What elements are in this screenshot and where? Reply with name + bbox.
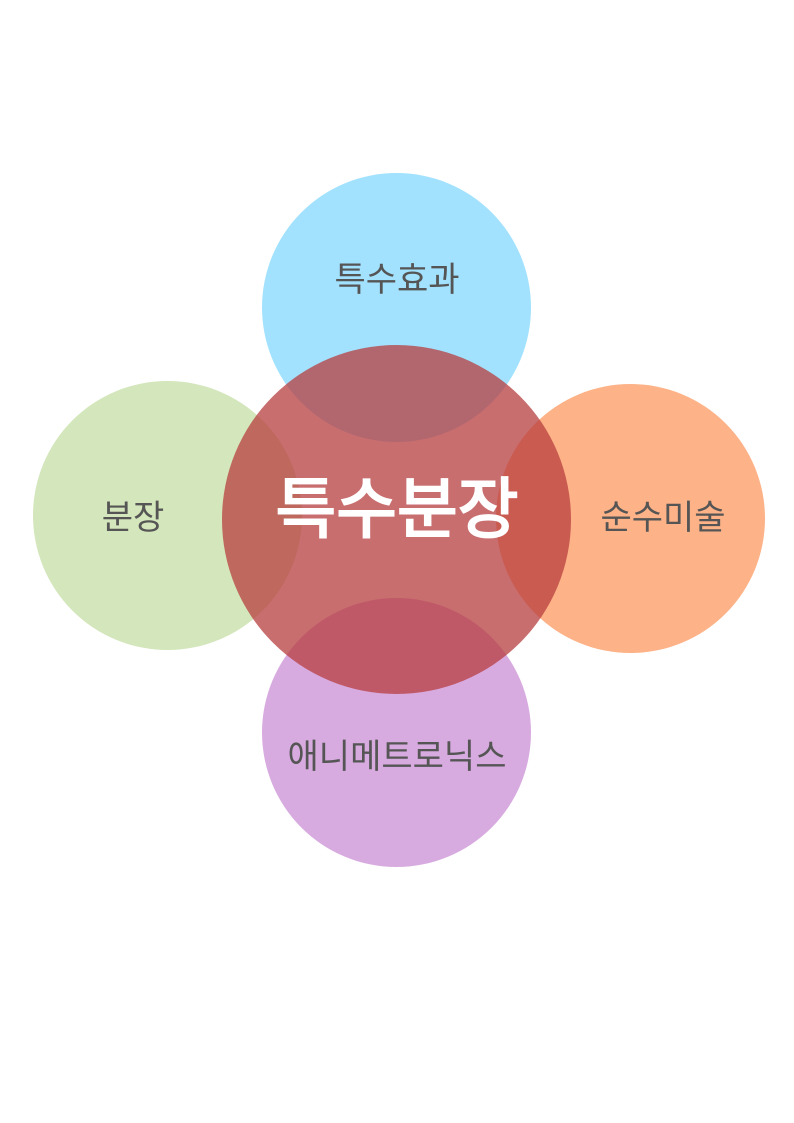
label-special-makeup: 특수분장 [275,471,519,548]
label-animatronics: 애니메트로닉스 [287,737,507,777]
label-special-effects: 특수효과 [334,260,460,300]
label-makeup: 분장 [101,498,165,538]
label-fine-art: 순수미술 [600,498,726,538]
circle-special-makeup [222,345,571,694]
